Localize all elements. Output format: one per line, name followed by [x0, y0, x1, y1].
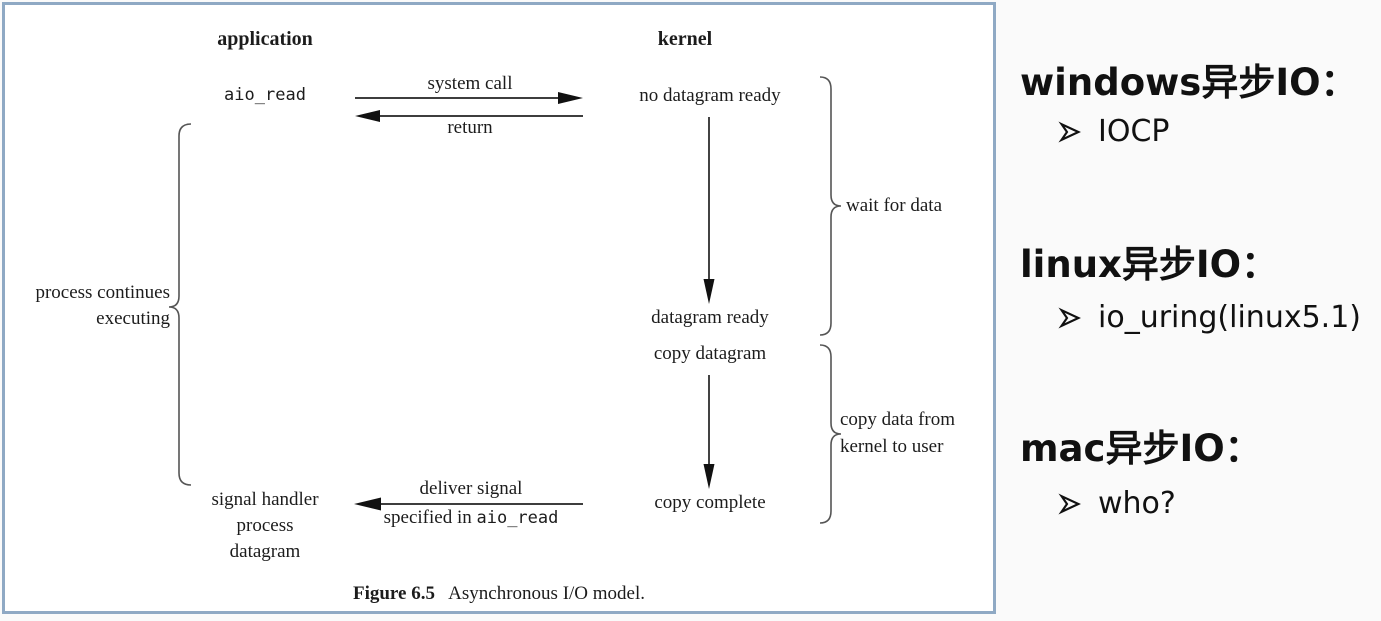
specified-in-prefix: specified in: [383, 507, 472, 528]
deliver-signal-label: deliver signal: [419, 478, 523, 499]
signal-handler-line1: signal handler: [211, 489, 319, 510]
asynchronous-io-figure: application kernel aio_read system call …: [2, 2, 996, 614]
return-label: return: [447, 117, 493, 138]
signal-handler-line3: datagram: [229, 541, 301, 562]
wait-for-data-label: wait for data: [846, 195, 943, 216]
figure-caption-text: Asynchronous I/O model.: [448, 583, 646, 604]
specified-in-code: aio_read: [476, 508, 559, 528]
deliver-signal-arrow: [354, 497, 583, 511]
arrowhead-bullet-icon: [1058, 493, 1081, 514]
async-io-notes-panel: windows异步IO： IOCP linux异步IO： io_uring(li…: [1018, 0, 1378, 621]
linux-async-io-heading: linux异步IO：: [1020, 243, 1279, 286]
return-arrow: [355, 110, 583, 122]
wait-vertical-arrow: [703, 117, 715, 304]
linux-async-io-item: io_uring(linux5.1): [1058, 300, 1361, 335]
copy-data-from-label: copy data from kernel to user: [840, 406, 955, 460]
copy-vertical-arrow: [703, 375, 715, 489]
mac-async-io-heading: mac异步IO：: [1020, 427, 1262, 470]
copy-data-brace: [819, 344, 842, 524]
copy-data-from-line1: copy data from: [840, 409, 956, 430]
linux-async-io-item-text: io_uring(linux5.1): [1098, 300, 1361, 335]
signal-handler-line2: process: [236, 515, 294, 536]
application-column-header: application: [217, 28, 313, 50]
windows-async-io-item: IOCP: [1058, 114, 1170, 149]
wait-for-data-brace: [819, 76, 842, 336]
specified-in-label: specified in aio_read: [335, 507, 607, 529]
system-call-arrow: [355, 92, 583, 104]
system-call-label: system call: [427, 73, 513, 94]
arrowhead-bullet-icon: [1058, 121, 1081, 142]
copy-data-from-line2: kernel to user: [840, 436, 944, 457]
copy-complete-label: copy complete: [654, 492, 766, 513]
copy-datagram-label: copy datagram: [653, 343, 767, 364]
process-continues-line1: process continues: [35, 282, 170, 303]
signal-handler-label: signal handler process datagram: [180, 487, 350, 565]
kernel-column-header: kernel: [657, 28, 713, 50]
windows-async-io-item-text: IOCP: [1098, 114, 1170, 149]
process-continues-label: process continues executing: [13, 280, 170, 332]
diagram-lines-layer: [168, 76, 842, 524]
mac-async-io-item-text: who?: [1098, 486, 1176, 521]
process-continues-line2: executing: [96, 308, 170, 329]
windows-async-io-heading: windows异步IO：: [1020, 61, 1358, 104]
mac-async-io-item: who?: [1058, 486, 1176, 521]
aio-read-call-label: aio_read: [224, 85, 306, 105]
arrowhead-bullet-icon: [1058, 307, 1081, 328]
process-continues-brace: [168, 123, 192, 486]
figure-caption: Figure 6.5 Asynchronous I/O model.: [5, 583, 993, 605]
datagram-ready-label: datagram ready: [651, 307, 769, 328]
figure-caption-number: Figure 6.5: [352, 583, 435, 604]
no-datagram-ready-label: no datagram ready: [639, 85, 781, 106]
